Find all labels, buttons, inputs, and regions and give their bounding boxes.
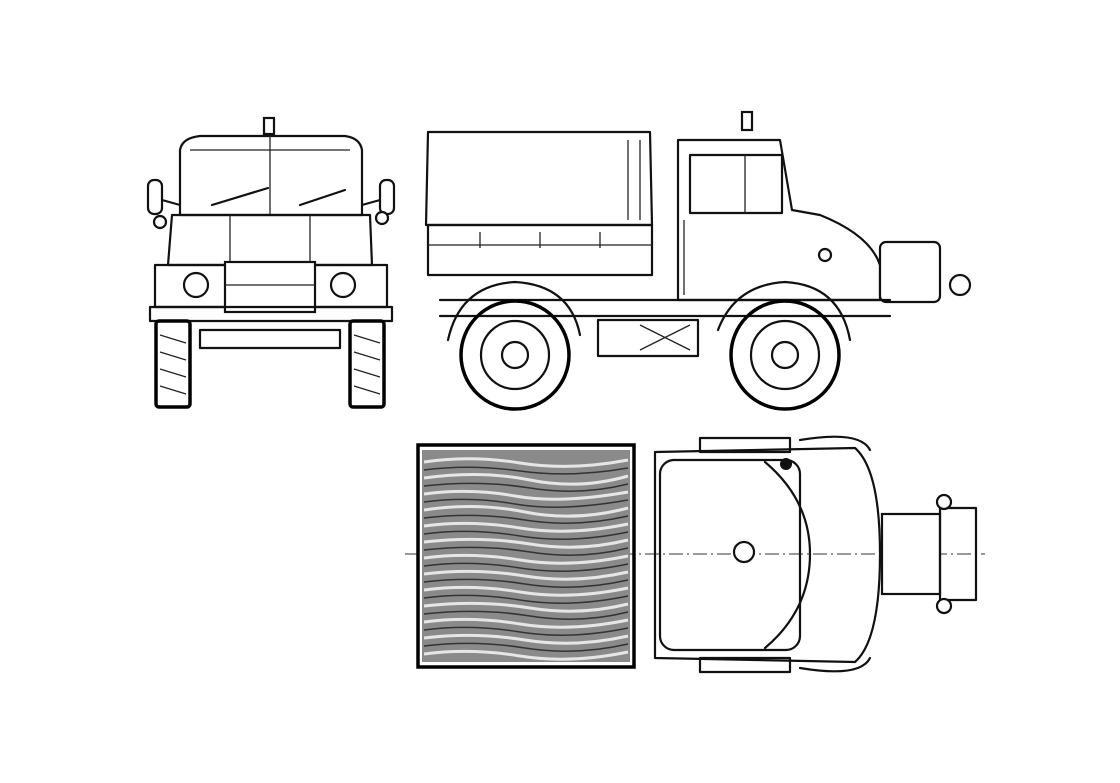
tarp-texture [422,450,630,662]
cab-window [688,153,784,215]
front-fender [716,280,852,342]
front-winch [223,260,317,314]
top-tarp [416,443,636,669]
side-cab [676,138,882,302]
front-wheel [729,299,841,411]
front-right-tire [348,319,386,409]
cab-roof-panel [658,458,802,652]
right-headlight [329,271,357,299]
left-mirror [146,178,164,216]
front-beacon [262,116,276,136]
top-bumper [938,506,978,602]
right-mirror [378,178,396,216]
rear-fender [446,280,582,342]
side-beacon [740,110,754,132]
side-winch [878,240,942,304]
top-cab [653,446,882,664]
front-hood [166,213,374,267]
top-winch [880,512,942,596]
rear-wheel [459,299,571,411]
side-view [424,110,972,411]
front-view [146,116,396,409]
top-view [405,435,985,674]
front-axle-beam [148,305,394,323]
front-left-tire [154,319,192,409]
front-cab [178,134,364,217]
front-axle [198,328,342,350]
left-headlight [182,271,210,299]
cargo-bed [426,223,654,277]
roof-beacon [732,540,756,564]
cargo-tarp [424,130,654,227]
fuel-tank [596,318,700,358]
